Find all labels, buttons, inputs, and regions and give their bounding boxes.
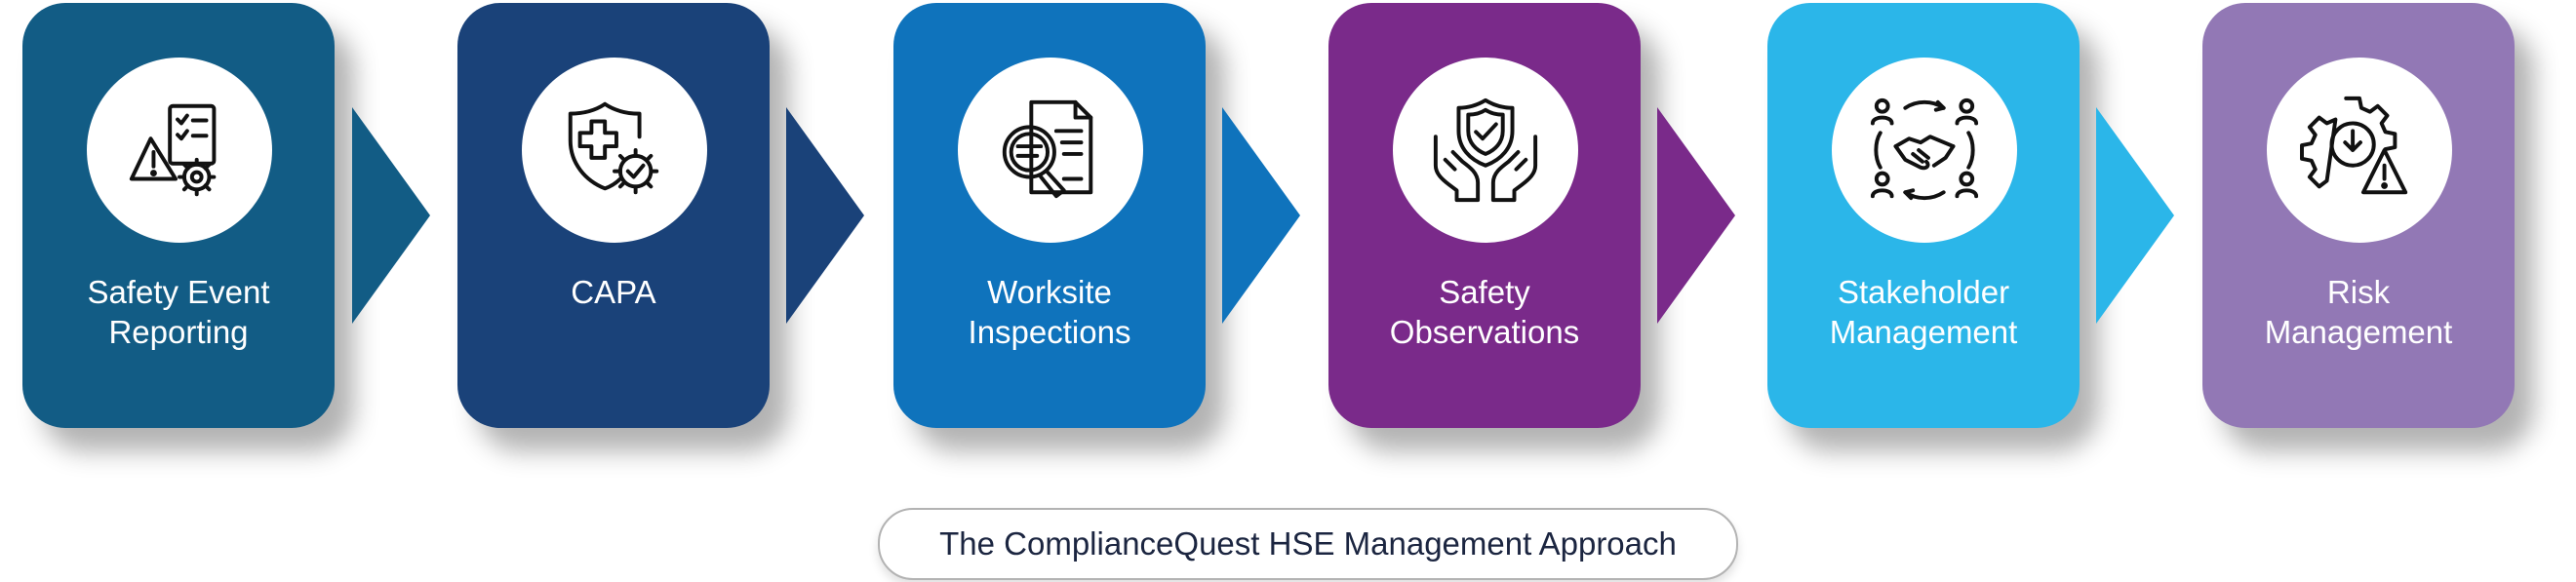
step-label: Worksite Inspections [968,274,1131,350]
handshake-people-icon [1870,97,1979,201]
step-card-safety-event-reporting: Safety Event Reporting [22,3,335,428]
icon-circle [2267,58,2452,243]
step-card-capa: CAPA [457,3,770,428]
arrow-4 [1657,107,1735,324]
step-card-safety-observations: Safety Observations [1328,3,1641,428]
arrow-3 [1222,107,1300,324]
caption-banner: The ComplianceQuest HSE Management Appro… [878,508,1738,580]
icon-circle [87,58,272,243]
icon-circle [522,58,707,243]
step-card-risk-management: Risk Management [2202,3,2515,428]
arrow-1 [352,107,430,324]
shield-gear-icon [568,101,659,195]
document-magnifier-icon [1002,99,1093,199]
step-label: CAPA [571,274,656,310]
step-label: Safety Observations [1389,274,1580,350]
step-label: Safety Event Reporting [87,274,270,350]
warning-checklist-gear-icon [129,103,217,197]
icon-circle [958,58,1143,243]
icon-circle [1393,58,1578,243]
arrow-5 [2096,107,2174,324]
hands-shield-icon [1433,97,1538,203]
step-card-stakeholder-management: Stakeholder Management [1767,3,2080,428]
process-flow: Safety Event Reporting CAPA [22,3,2515,428]
icon-circle [1832,58,2017,243]
gear-warning-icon [2300,96,2408,195]
step-label: Risk Management [2264,274,2453,350]
step-label: Stakeholder Management [1829,274,2018,350]
step-card-worksite-inspections: Worksite Inspections [893,3,1206,428]
arrow-2 [786,107,864,324]
